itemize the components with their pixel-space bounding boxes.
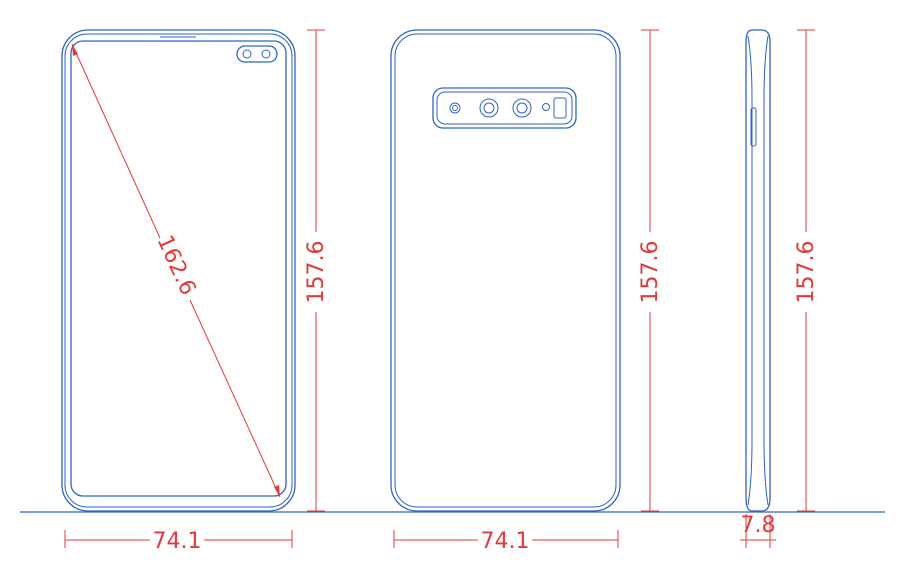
back-camera-flash <box>553 97 567 119</box>
side-body-inner-right <box>763 35 769 506</box>
front-body-outer <box>61 29 296 512</box>
front-camera-cutout <box>236 45 278 63</box>
front-diagonal-line-b <box>189 299 281 498</box>
front-diagonal-line-a <box>71 43 161 239</box>
back-camera-sensor <box>449 102 461 114</box>
back-camera-lens-2-outer <box>512 98 532 118</box>
front-diagonal-arrow-top <box>72 44 78 56</box>
front-body-inner <box>64 33 293 508</box>
back-camera-flash-small <box>542 103 550 111</box>
front-camera-lens-1 <box>242 49 252 59</box>
back-width-label: 74.1 <box>481 529 530 554</box>
front-width-label: 74.1 <box>153 529 202 554</box>
front-height-label: 157.6 <box>304 241 329 304</box>
back-camera-sensor-core <box>452 105 458 111</box>
front-view <box>61 29 296 512</box>
side-body-inner <box>747 35 753 506</box>
front-diagonal-label: 162.6 <box>152 231 201 299</box>
back-camera-lens-1-inner <box>483 102 495 114</box>
back-view <box>390 29 621 512</box>
back-height-label: 157.6 <box>638 241 663 304</box>
front-screen <box>70 40 287 497</box>
back-body-inner <box>394 33 617 508</box>
front-camera-lens-2 <box>261 49 271 59</box>
back-camera-module-inner <box>436 91 573 125</box>
back-camera-lens-2-inner <box>516 102 528 114</box>
front-diagonal-arrow-bottom <box>274 485 280 497</box>
side-view <box>745 29 771 512</box>
back-camera-lens-1-outer <box>479 98 499 118</box>
back-body-outer <box>390 29 621 512</box>
side-thickness-label: 7.8 <box>741 513 776 538</box>
back-camera-module <box>432 87 577 129</box>
side-body-outer <box>745 29 771 512</box>
side-button <box>750 107 757 147</box>
side-height-label: 157.6 <box>794 241 819 304</box>
